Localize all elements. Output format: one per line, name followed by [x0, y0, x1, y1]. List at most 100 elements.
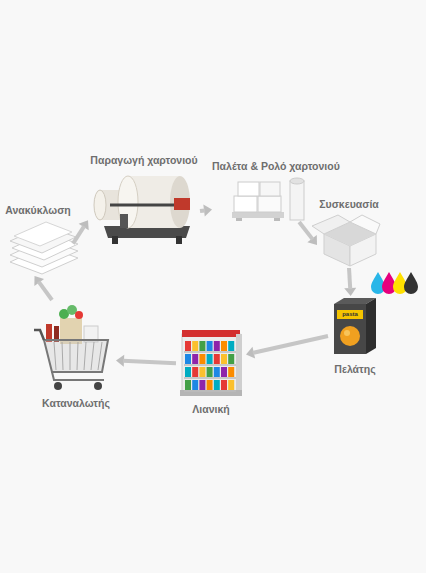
pallet-and-roll [274, 218, 280, 221]
cart-grid [70, 342, 71, 370]
shopping-cart [44, 340, 108, 372]
shelf-product [192, 380, 198, 390]
shelf-product [199, 380, 205, 390]
shelf-product [199, 341, 205, 351]
arrow-shaft [349, 268, 350, 289]
shopping-cart [34, 305, 108, 390]
shelf-product [207, 341, 213, 351]
pallet-and-roll [238, 182, 259, 196]
shelf-product [192, 354, 198, 364]
paper-machine [176, 236, 182, 244]
cart-grid [84, 342, 86, 370]
shelf-product [214, 341, 220, 351]
paper-machine [174, 198, 190, 210]
shelf-product [207, 380, 213, 390]
process-stage: Καταναλωτής [36, 300, 116, 410]
cardboard-box [312, 215, 350, 234]
paper-machine [94, 176, 190, 244]
shelf-product [214, 380, 220, 390]
shelf-product [228, 341, 234, 351]
process-stage: Πελάτης [328, 296, 382, 376]
shelf-product [228, 380, 234, 390]
paper-stack [10, 222, 78, 274]
flow-arrow [73, 220, 89, 243]
flow-arrow [344, 268, 356, 296]
shelf-board [184, 351, 236, 353]
retail-shelf [180, 390, 242, 396]
pasta-box [340, 326, 360, 346]
shopping-cart [75, 311, 83, 319]
shelf-product [192, 341, 198, 351]
process-stage: Συσκευασία [317, 198, 381, 268]
cardboard-box [312, 215, 380, 266]
shelf-product [207, 354, 213, 364]
pasta-box [334, 298, 376, 354]
pallet-and-roll [260, 182, 280, 196]
pallet-and-roll [258, 196, 281, 212]
flow-arrow [116, 355, 176, 367]
stage-label: Παλέτα & Ρολό χαρτονιού [212, 160, 340, 173]
flow-arrow [246, 336, 328, 359]
arrow-shaft [299, 222, 313, 239]
flow-arrow [34, 276, 52, 300]
shelf-product [199, 367, 205, 377]
shelf-board [184, 364, 236, 366]
arrow-shaft [200, 208, 205, 213]
shopping-cart [52, 372, 104, 380]
arrow-shaft [39, 282, 52, 300]
stage-label: Λιανική [192, 403, 229, 416]
stage-label: Πελάτης [334, 363, 375, 376]
shopping-cart [34, 330, 44, 340]
arrow-shaft [73, 226, 84, 243]
shelf-product [185, 354, 191, 364]
shelf-product [221, 367, 227, 377]
paper-machine [112, 236, 118, 244]
retail-shelf [180, 330, 242, 396]
stage-label: Παραγωγή χαρτονιού [90, 154, 197, 167]
shelf-product [185, 341, 191, 351]
shelf-product [221, 341, 227, 351]
shelf-product [214, 367, 220, 377]
cardboard-box [350, 215, 380, 234]
pallet-and-roll [290, 181, 304, 220]
flow-arrow [200, 205, 212, 217]
cart-grid [54, 342, 56, 370]
shelf-product [185, 380, 191, 390]
shelf-product [228, 367, 234, 377]
cart-grid [77, 342, 78, 370]
pasta-box [366, 298, 376, 354]
shelf-product [185, 367, 191, 377]
paper-machine [120, 214, 128, 228]
box-print: pasta [334, 311, 366, 317]
retail-shelf [236, 334, 242, 394]
shelf-product [214, 354, 220, 364]
shelf-product [192, 367, 198, 377]
pallet-and-roll [232, 178, 304, 221]
shelf-product [199, 354, 205, 364]
process-stage: Παλέτα & Ρολό χαρτονιού [212, 160, 344, 222]
paper-machine [118, 176, 138, 228]
shelf-product [221, 354, 227, 364]
process-stage: Ανακύκλωση [3, 204, 73, 276]
pallet-and-roll [234, 196, 257, 212]
process-stage: Παραγωγή χαρτονιού [88, 154, 200, 246]
shelf-board [184, 377, 236, 379]
pasta-box [334, 304, 366, 354]
paper-machine [170, 176, 190, 228]
ink-drops [404, 272, 418, 294]
retail-shelf [182, 330, 240, 337]
paper-machine [94, 190, 106, 220]
stage-label: Συσκευασία [319, 198, 379, 211]
arrow-shaft [253, 336, 328, 353]
pallet-and-roll [290, 178, 304, 184]
pallet-and-roll [236, 218, 242, 221]
shelf-product [207, 367, 213, 377]
pallet-and-roll [232, 212, 284, 218]
stage-label: Ανακύκλωση [5, 204, 71, 217]
shelf-board [184, 390, 236, 392]
pasta-box [344, 330, 350, 336]
flow-arrow [299, 222, 317, 245]
shelf-product [228, 354, 234, 364]
